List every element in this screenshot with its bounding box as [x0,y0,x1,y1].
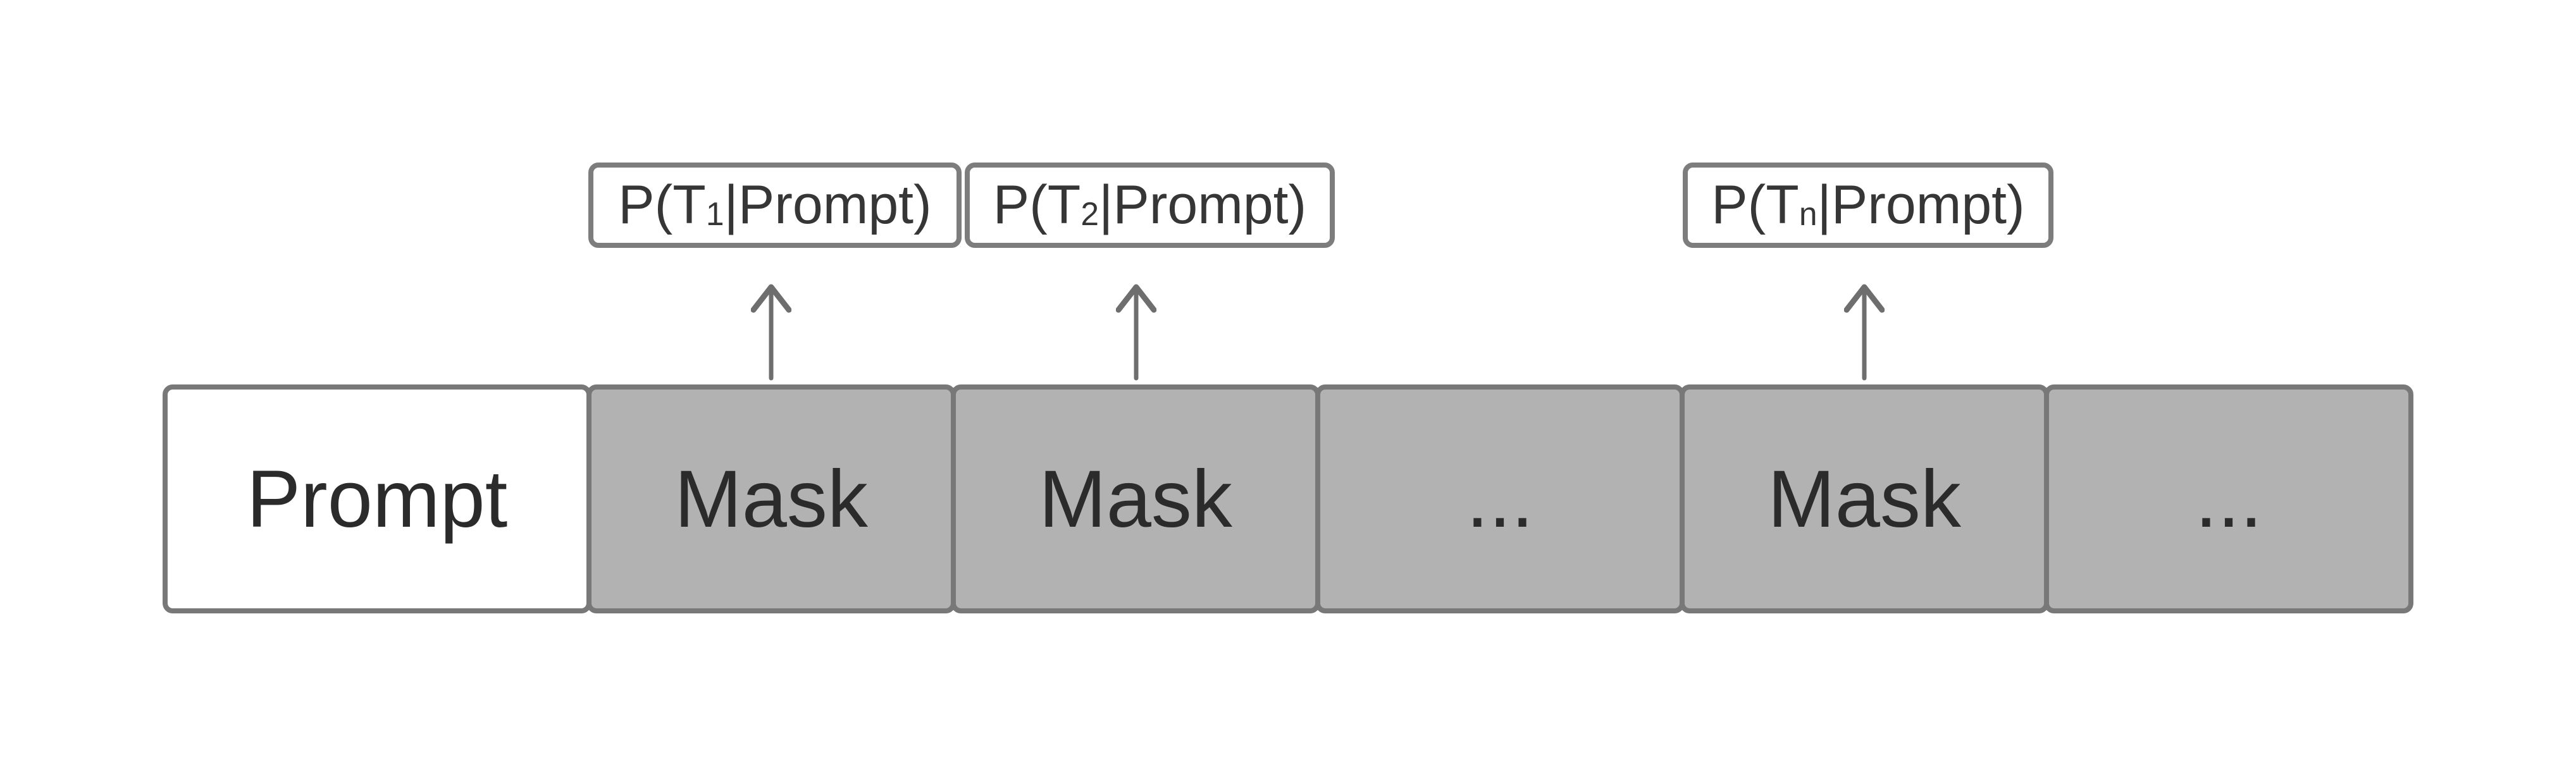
up-arrow-icon-1 [751,284,791,381]
prob-label-1-text: P(T1|Prompt) [618,175,932,235]
token-prompt-label: Prompt [246,453,508,544]
prob-label-3-text: P(Tn|Prompt) [1711,175,2025,235]
token-mask-2: Mask [951,384,1320,613]
token-mask-1: Mask [586,384,956,613]
token-mask-3-label: Mask [1768,453,1961,544]
token-ellipsis-1: ... [1315,384,1685,613]
token-ellipsis-1-label: ... [1466,453,1534,544]
up-arrow-icon-3 [1844,284,1885,381]
prob-label-2: P(T2|Prompt) [965,163,1335,248]
token-mask-1-label: Mask [674,453,868,544]
token-mask-2-label: Mask [1039,453,1232,544]
token-ellipsis-2: ... [2044,384,2413,613]
prob-label-2-text: P(T2|Prompt) [993,175,1307,235]
token-mask-3: Mask [1680,384,2049,613]
token-prompt: Prompt [163,384,591,613]
up-arrow-icon-2 [1116,284,1156,381]
prob-label-3: P(Tn|Prompt) [1683,163,2053,248]
prob-label-1: P(T1|Prompt) [588,163,962,248]
token-row: Prompt Mask Mask ... Mask ... [163,384,2413,613]
token-ellipsis-2-label: ... [2195,453,2263,544]
